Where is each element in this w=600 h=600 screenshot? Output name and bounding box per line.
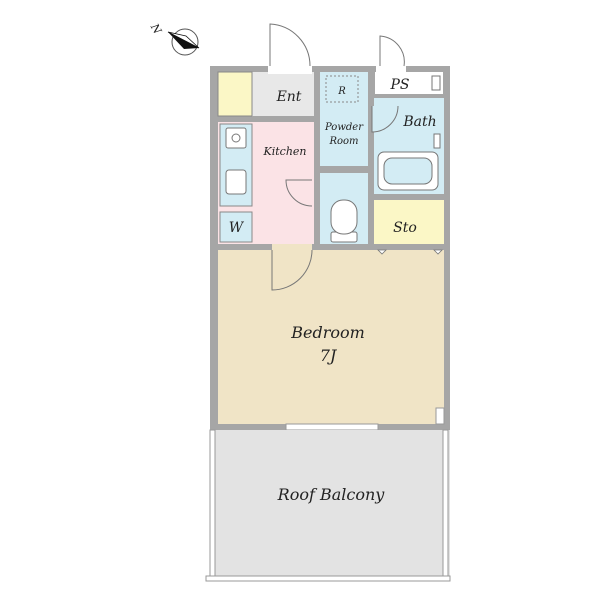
wall-wetarea-bath <box>368 72 374 250</box>
sink-icon <box>225 169 247 195</box>
kitchen-label: Kitchen <box>263 145 307 158</box>
storage-floor <box>374 200 444 244</box>
storage-door-mark-right <box>433 249 443 255</box>
bedroom-label: Bedroom <box>290 323 365 342</box>
wall-powder-toilet <box>318 166 374 173</box>
powder-room-label-line1: Powder <box>324 122 364 133</box>
kitchen-inner-door-swing-icon[interactable] <box>285 179 313 207</box>
roof-balcony-label: Roof Balcony <box>277 485 386 504</box>
compass-needle-tail-icon <box>167 31 200 49</box>
entrance-door-opening <box>268 64 312 74</box>
toilet-bowl-icon <box>330 199 358 235</box>
washer-space[interactable] <box>219 211 253 243</box>
refrigerator-label: R <box>337 86 346 97</box>
bathtub-inner-icon <box>383 157 433 185</box>
bedroom-size-label: 7J <box>320 346 338 365</box>
pipe-space-label: PS <box>389 77 409 93</box>
storage-label: Sto <box>393 220 417 236</box>
storage-door-mark-left <box>377 249 387 255</box>
wall-ps-bath <box>374 94 444 98</box>
entrance-label: Ent <box>276 89 302 105</box>
roof-balcony-edge-right <box>442 429 449 577</box>
refrigerator-space <box>325 75 359 103</box>
shoe-box <box>217 71 253 117</box>
stove-burner-icon <box>231 133 241 143</box>
stove-icon <box>225 127 247 149</box>
pipe-space-box <box>431 75 441 91</box>
bedroom-floor <box>218 250 444 424</box>
pipe-space-floor <box>375 72 443 94</box>
powder-room-label-line2: Room <box>328 136 358 147</box>
wall-bath-storage <box>374 194 444 200</box>
wall-entrance-kitchen <box>252 116 316 122</box>
bath-label: Bath <box>402 114 436 130</box>
top-right-door-swing-icon[interactable] <box>379 35 405 67</box>
bedroom-door-opening <box>272 244 312 250</box>
bedroom-corner-post <box>435 407 445 425</box>
washer-label: W <box>229 220 245 236</box>
roof-balcony <box>210 430 450 576</box>
wall-kitchen-wetarea <box>314 72 320 250</box>
roof-balcony-edge-left <box>209 429 216 577</box>
bath-faucet-icon <box>433 133 441 149</box>
compass: N <box>147 21 200 56</box>
top-right-door-opening <box>376 64 406 74</box>
bedroom-window[interactable] <box>285 423 379 431</box>
bedroom-door-swing-icon[interactable] <box>271 249 313 291</box>
bath-door-swing-icon[interactable] <box>371 105 399 133</box>
entrance-door-swing-icon[interactable] <box>269 23 311 67</box>
roof-balcony-edge-bottom <box>205 575 451 582</box>
compass-north-label: N <box>147 21 164 37</box>
wall-bedroom-top <box>218 244 444 250</box>
